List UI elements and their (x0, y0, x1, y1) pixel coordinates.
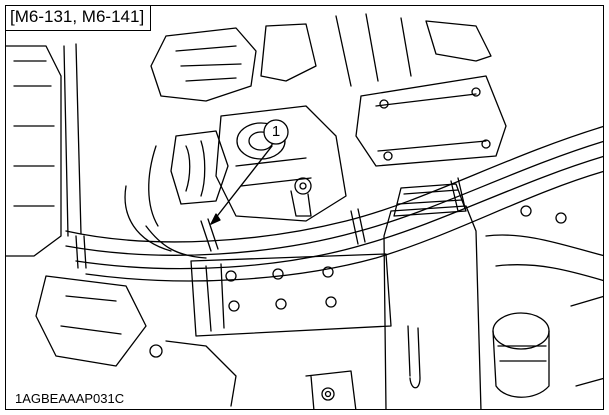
left-frame-outline (6, 45, 62, 257)
illustration-frame: [M6-131, M6-141] 1 1AGBEAAAP031C (5, 5, 604, 410)
model-tag: [M6-131, M6-141] (6, 6, 152, 31)
pump-body (215, 105, 347, 222)
tank-cap (393, 183, 467, 217)
reservoir-tank (383, 205, 482, 409)
cover-plate (355, 75, 507, 167)
hose-bundle (65, 125, 603, 243)
engine-illustration (6, 13, 603, 409)
upper-bracket (150, 27, 257, 102)
callout-number: 1 (271, 123, 281, 140)
figure-code: 1AGBEAAAP031C (12, 391, 128, 406)
cross-member (190, 253, 392, 337)
sensor-cluster (170, 130, 229, 205)
callout-arrowhead (210, 213, 221, 225)
callout-circle (263, 119, 289, 145)
callout-leader (210, 145, 273, 225)
filter-cap (492, 312, 550, 350)
